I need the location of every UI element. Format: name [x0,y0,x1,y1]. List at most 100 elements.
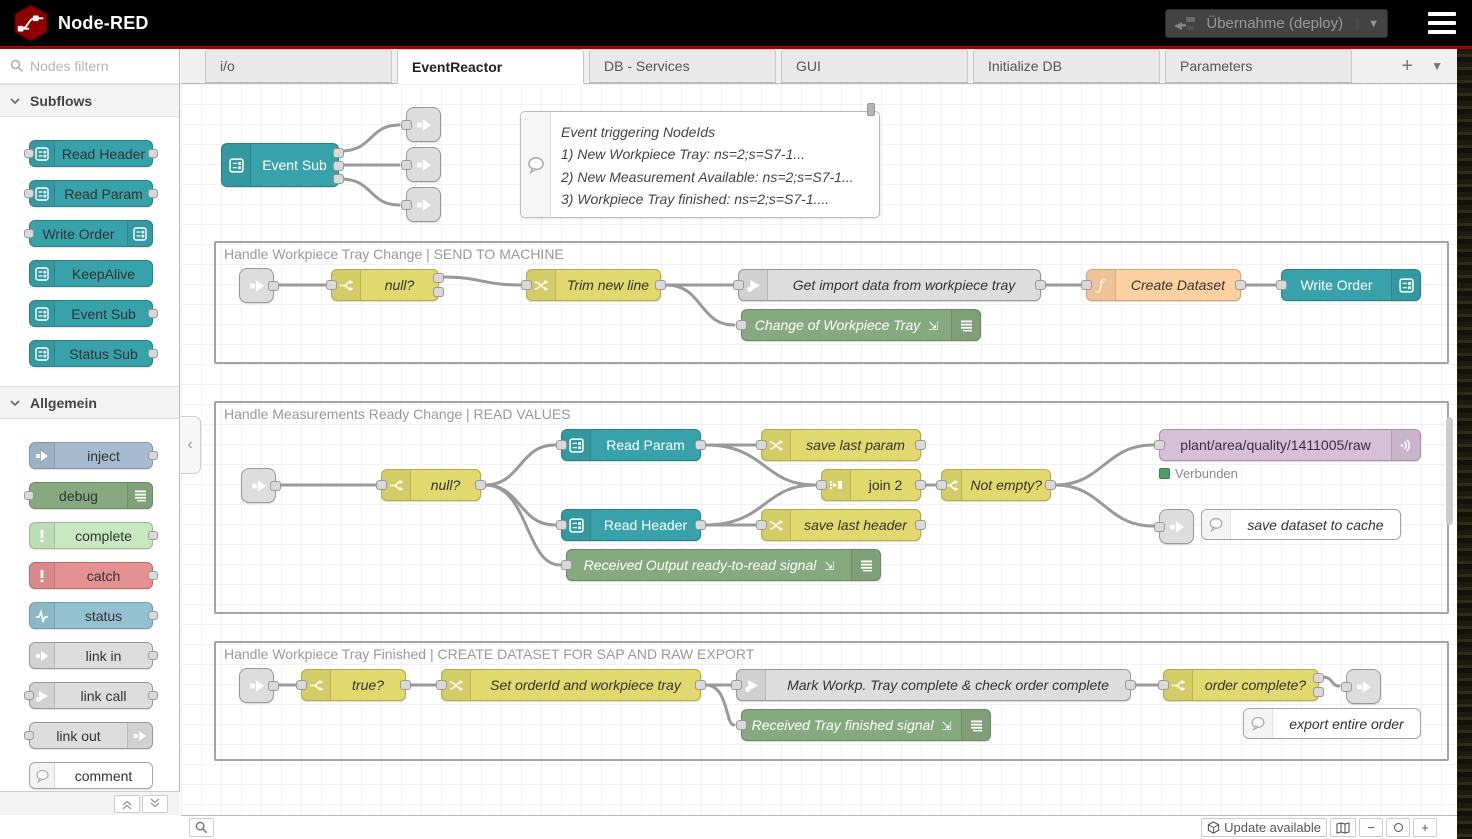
node-port[interactable] [736,720,747,730]
flow-group[interactable]: Handle Workpiece Tray Finished | CREATE … [214,641,1449,761]
palette-node-debug[interactable]: debug [24,482,153,509]
zoom-out-button[interactable]: − [1359,818,1383,837]
palette-node-catch[interactable]: catch [29,562,158,589]
palette-section-subflows[interactable]: Subflows [0,84,179,117]
node-link-in[interactable] [239,668,279,703]
node-port[interactable] [1081,280,1092,290]
node-port[interactable] [1313,673,1324,683]
node-port[interactable] [401,199,412,210]
expand-all-button[interactable] [142,794,168,813]
node-change-trim[interactable]: Trim new line [521,269,666,301]
node-port[interactable] [333,161,344,171]
node-comment-export[interactable]: export entire order [1243,708,1421,739]
node-port[interactable] [756,440,767,450]
palette-node-link-out[interactable]: link out [24,722,153,749]
node-mqtt-out[interactable]: plant/area/quality/1411005/raw [1154,429,1421,461]
node-port[interactable] [556,520,567,530]
zoom-in-button[interactable]: + [1413,818,1437,837]
node-port[interactable] [733,280,744,290]
node-port[interactable] [695,680,706,690]
wire[interactable] [441,275,522,287]
palette-node-comment[interactable]: comment [29,762,153,789]
node-port[interactable] [915,520,926,530]
wire[interactable] [483,483,557,527]
node-port[interactable] [1341,681,1352,692]
node-change-set-orderid[interactable]: Set orderId and workpiece tray [436,669,706,701]
node-port[interactable] [521,280,532,290]
palette-node-write-order[interactable]: Write Order [24,220,153,247]
node-change-save-param[interactable]: save last param [756,429,926,461]
node-port[interactable] [1158,680,1169,690]
node-join-2[interactable]: join 2 [816,469,926,501]
node-port[interactable] [270,480,281,491]
add-flow-button[interactable]: + [1401,55,1414,77]
palette-node-event-sub[interactable]: Event Sub [29,300,158,327]
node-port[interactable] [475,480,486,490]
deploy-button[interactable]: Übernahme (deploy) ▼ [1165,9,1388,38]
node-switch-null2[interactable]: null? [376,469,486,501]
flow-canvas[interactable]: Event Sub Event triggering NodeIds 1) Ne… [181,84,1457,815]
node-link-out[interactable] [401,187,441,222]
palette-node-status[interactable]: status [29,602,158,629]
wire[interactable] [1053,483,1155,528]
palette-node-read-header[interactable]: Read Header [24,140,158,167]
canvas-search-button[interactable] [189,818,214,837]
canvas-vertical-scrollbar[interactable] [1446,417,1453,525]
node-subflow-read-header[interactable]: Read Header [556,509,706,541]
node-comment-note[interactable]: Event triggering NodeIds 1) New Workpiec… [520,103,880,218]
node-port[interactable] [1276,280,1287,290]
node-port[interactable] [326,280,337,290]
tab-gui[interactable]: GUI [781,49,968,83]
node-port[interactable] [695,440,706,450]
node-link-out[interactable] [1341,669,1381,704]
node-port[interactable] [1154,440,1165,450]
node-subflow-read-param[interactable]: Read Param [556,429,706,461]
wire[interactable] [664,283,736,327]
node-port[interactable] [915,440,926,450]
palette-node-read-param[interactable]: Read Param [24,180,158,207]
node-port[interactable] [401,119,412,130]
wire[interactable] [339,123,401,153]
node-port[interactable] [1235,280,1246,290]
node-port[interactable] [561,560,572,570]
palette-section-allgemein[interactable]: Allgemein [0,386,179,419]
palette-node-complete[interactable]: complete [29,522,158,549]
wire[interactable] [703,443,817,487]
node-port[interactable] [433,273,444,283]
node-port[interactable] [936,480,947,490]
node-switch-order-complete[interactable]: order complete? [1158,669,1324,701]
node-link-in[interactable] [241,468,281,503]
palette-search-input[interactable] [30,58,160,74]
node-debug-change-of-tray[interactable]: Change of Workpiece Tray ⇲ [736,309,981,341]
flow-list-button[interactable]: ▼ [1431,59,1443,73]
node-link-out[interactable] [401,147,441,182]
wire[interactable] [483,443,557,487]
palette-node-keepalive[interactable]: KeepAlive [29,260,153,287]
node-event-sub[interactable]: Event Sub [221,143,344,187]
node-function-create-dataset[interactable]: ƒ Create Dataset [1081,269,1246,301]
node-debug-tray-finished[interactable]: Received Tray finished signal ⇲ [736,709,991,741]
wire[interactable] [339,177,401,207]
tab-io[interactable]: i/o [205,49,392,83]
deploy-caret-icon[interactable]: ▼ [1357,17,1379,30]
node-port[interactable] [400,680,411,690]
node-port[interactable] [655,280,666,290]
node-link-in[interactable] [239,268,279,303]
main-menu-button[interactable] [1428,12,1456,34]
node-port[interactable] [436,680,447,690]
node-port[interactable] [268,680,279,691]
wire[interactable] [1321,675,1341,688]
node-port[interactable] [296,680,307,690]
node-subflow-write-order[interactable]: Write Order [1276,269,1421,301]
node-debug-received-output[interactable]: Received Output ready-to-read signal ⇲ [561,549,881,581]
tab-eventreactor[interactable]: EventReactor [397,49,584,84]
wire[interactable] [483,483,562,567]
node-port[interactable] [736,320,747,330]
flow-group[interactable]: Handle Workpiece Tray Change | SEND TO M… [214,241,1449,364]
node-port[interactable] [1313,687,1324,697]
node-port[interactable] [268,280,279,291]
node-port[interactable] [695,520,706,530]
tab-db-services[interactable]: DB - Services [589,49,776,83]
node-port[interactable] [1154,521,1165,532]
palette-node-link-call[interactable]: link call [24,682,158,709]
